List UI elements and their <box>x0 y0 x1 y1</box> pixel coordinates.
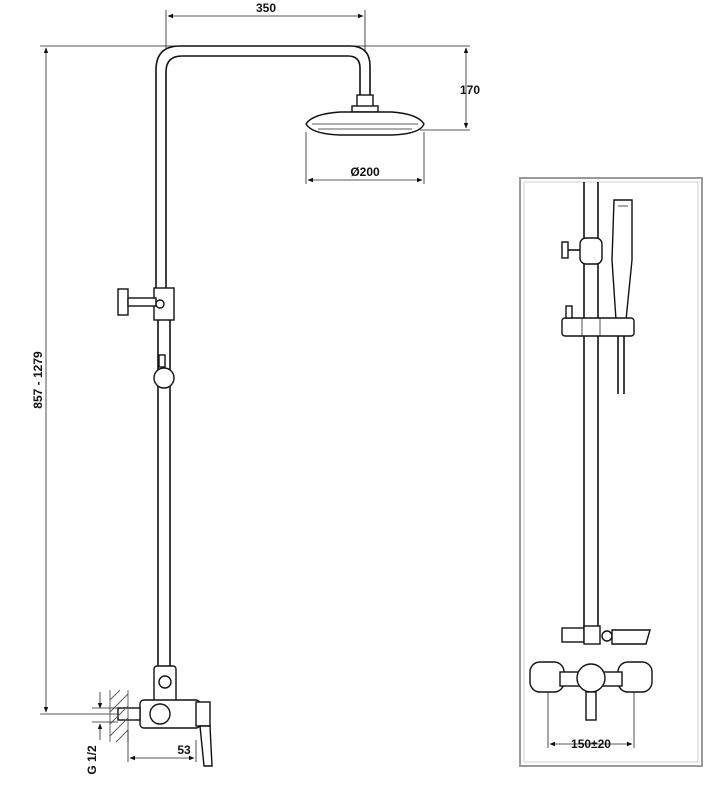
hand-shower <box>611 199 633 394</box>
hand-shower-holder <box>561 305 635 337</box>
dimension-inlet-thread: G 1/2 <box>85 692 118 775</box>
dimension-height-range: 857 - 1279 <box>31 47 128 715</box>
mixer-valve <box>117 665 213 767</box>
front-view: 150±20 <box>519 177 703 767</box>
dim-label-inlet-spacing: 150±20 <box>571 737 611 751</box>
dim-label-head-drop: 170 <box>460 83 480 97</box>
dim-label-wall-offset: 53 <box>177 743 191 757</box>
height-lock-knob <box>117 288 165 316</box>
dimension-wall-offset: 53 <box>127 730 197 762</box>
dimension-inlet-spacing: 150±20 <box>547 692 635 751</box>
riser-clamp <box>153 354 175 389</box>
shower-head-nut <box>351 105 379 113</box>
rain-shower-head <box>305 111 425 136</box>
dim-label-inlet-thread: G 1/2 <box>85 745 99 775</box>
front-riser <box>561 182 603 640</box>
dimension-head-diameter: Ø200 <box>305 132 425 184</box>
side-view: 350 170 Ø200 8 <box>31 1 480 775</box>
dim-label-arm-length: 350 <box>256 1 276 15</box>
diverter <box>561 625 651 645</box>
dim-label-height-range: 857 - 1279 <box>31 351 45 409</box>
shower-arm <box>155 45 371 290</box>
front-view-frame <box>519 177 703 767</box>
shower-head-connector <box>356 94 374 108</box>
dimension-arm-length: 350 <box>165 1 366 52</box>
telescopic-riser <box>153 287 175 668</box>
wall-section <box>109 689 129 743</box>
front-mixer <box>529 661 653 721</box>
dim-label-head-diameter: Ø200 <box>350 165 380 179</box>
